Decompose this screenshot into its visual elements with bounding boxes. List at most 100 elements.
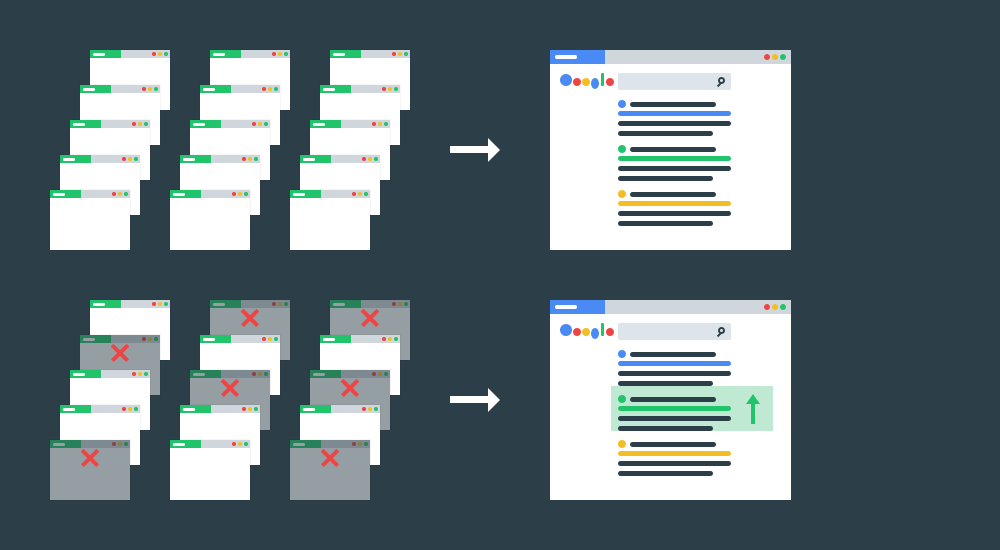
result-1-result-url-line <box>618 111 731 116</box>
result-2-result-snippet-line <box>618 426 713 431</box>
minimize-dot-icon <box>772 54 778 60</box>
close-dot-icon <box>252 122 256 126</box>
window-title-bar <box>70 370 150 378</box>
window-tab <box>320 85 351 93</box>
close-icon <box>111 343 129 361</box>
result-1-result-snippet-line <box>618 381 713 386</box>
window-tab <box>290 190 321 198</box>
minimize-dot-icon <box>138 122 142 126</box>
minimize-dot-icon <box>248 407 252 411</box>
maximize-dot-icon <box>144 122 148 126</box>
window-tab <box>300 155 331 163</box>
window-title-bar <box>200 335 280 343</box>
window-tab <box>200 85 231 93</box>
result-2-result-snippet-line <box>618 416 731 421</box>
close-dot-icon <box>152 52 156 56</box>
result-2-result-snippet-line <box>618 166 731 171</box>
close-dot-icon <box>122 407 126 411</box>
result-1-result-url-line <box>618 361 731 366</box>
maximize-dot-icon <box>374 157 378 161</box>
logo-letter-3 <box>582 328 590 336</box>
result-3-result-snippet-line <box>618 461 731 466</box>
close-dot-icon <box>382 337 386 341</box>
maximize-dot-icon <box>404 52 408 56</box>
maximize-dot-icon <box>164 52 168 56</box>
close-dot-icon <box>242 157 246 161</box>
minimize-dot-icon <box>238 442 242 446</box>
maximize-dot-icon <box>780 54 786 60</box>
close-icon <box>341 378 359 396</box>
top_row-stack3-window5-page <box>290 190 370 250</box>
top_row-search-results-window <box>550 50 791 250</box>
close-dot-icon <box>362 407 366 411</box>
window-title-bar <box>200 85 280 93</box>
window-tab <box>80 85 111 93</box>
window-title-bar <box>90 300 170 308</box>
maximize-dot-icon <box>244 192 248 196</box>
window-title-bar <box>290 190 370 198</box>
minimize-dot-icon <box>278 52 282 56</box>
maximize-dot-icon <box>274 87 278 91</box>
minimize-dot-icon <box>358 192 362 196</box>
minimize-dot-icon <box>138 372 142 376</box>
window-title-bar <box>190 120 270 128</box>
arrow-shaft <box>450 396 490 403</box>
window-title-bar <box>320 85 400 93</box>
arrow-head <box>488 138 500 162</box>
close-dot-icon <box>232 442 236 446</box>
window-title-bar <box>50 190 130 198</box>
search-input[interactable] <box>618 73 731 90</box>
window-title-bar <box>170 190 250 198</box>
close-dot-icon <box>122 157 126 161</box>
window-title-bar <box>180 155 260 163</box>
google-logo <box>560 323 616 339</box>
close-dot-icon <box>372 122 376 126</box>
result-1-result-title-line <box>630 351 716 357</box>
minimize-dot-icon <box>118 192 122 196</box>
window-tab <box>320 335 351 343</box>
arrow-head <box>746 394 760 404</box>
maximize-dot-icon <box>394 337 398 341</box>
maximize-dot-icon <box>384 122 388 126</box>
maximize-dot-icon <box>124 192 128 196</box>
result-2-favicon-icon <box>618 395 626 403</box>
logo-letter-2 <box>573 328 581 336</box>
window-title-bar <box>90 50 170 58</box>
minimize-dot-icon <box>148 87 152 91</box>
google-logo <box>560 73 616 89</box>
minimize-dot-icon <box>238 192 242 196</box>
window-title-bar <box>300 405 380 413</box>
close-icon <box>241 308 259 326</box>
close-dot-icon <box>382 87 386 91</box>
maximize-dot-icon <box>254 157 258 161</box>
arrow-head <box>488 388 500 412</box>
window-title-bar <box>60 405 140 413</box>
window-tab <box>70 370 101 378</box>
top_row-stack2-window5-page <box>170 190 250 250</box>
window-tab <box>180 155 211 163</box>
maximize-dot-icon <box>244 442 248 446</box>
minimize-dot-icon <box>368 407 372 411</box>
window-tab <box>50 190 81 198</box>
window-title-bar <box>310 120 390 128</box>
result-3-result-title-line <box>630 191 716 197</box>
result-3-favicon-icon <box>618 440 626 448</box>
result-3-result-url-line <box>618 451 731 456</box>
arrow-right-icon <box>450 138 500 162</box>
maximize-dot-icon <box>780 304 786 310</box>
top_row-stack1-window5-page <box>50 190 130 250</box>
result-1-result-snippet-line <box>618 131 713 136</box>
logo-letter-6 <box>606 78 614 86</box>
window-title-bar <box>60 155 140 163</box>
window-title-bar <box>330 50 410 58</box>
result-2-result-title-line <box>630 146 716 152</box>
window-tab <box>200 335 231 343</box>
logo-letter-4 <box>591 78 599 89</box>
result-3-result-snippet-line <box>618 211 731 216</box>
search-input[interactable] <box>618 323 731 340</box>
result-1-result-title-line <box>630 101 716 107</box>
logo-letter-1 <box>560 74 572 86</box>
minimize-dot-icon <box>772 304 778 310</box>
result-2-result-url-line <box>618 156 731 161</box>
